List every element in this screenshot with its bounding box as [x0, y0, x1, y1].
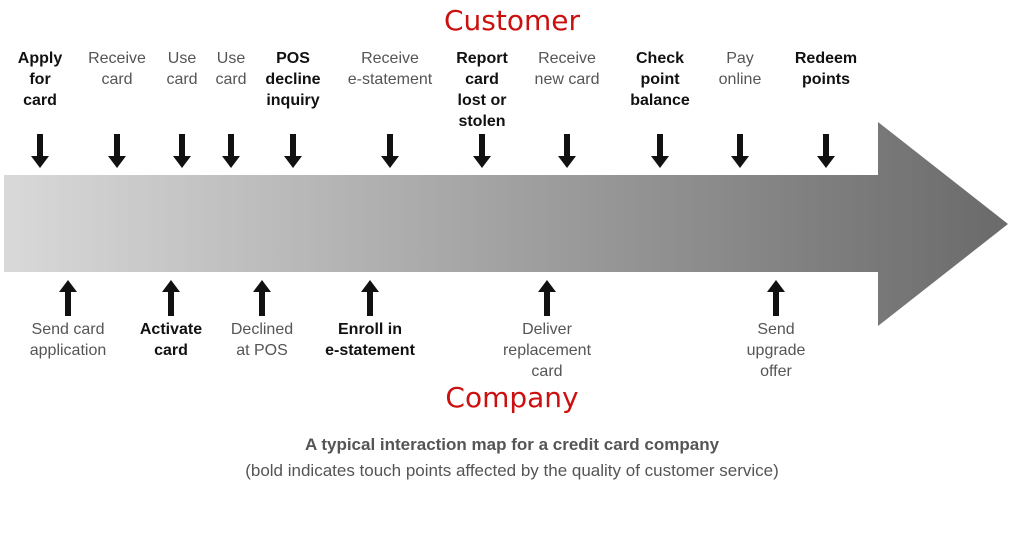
company-heading: Company — [445, 381, 579, 414]
company-touchpoint-label: Declined at POS — [230, 321, 294, 359]
customer-heading: Customer — [443, 4, 580, 37]
company-touchpoint-label: Activate card — [139, 321, 203, 359]
customer-touchpoint-label: Pay online — [718, 50, 762, 88]
customer-touchpoint-label: POS decline inquiry — [265, 50, 321, 109]
customer-touchpoint-label: Receive new card — [534, 50, 600, 88]
company-touchpoint-label: Send upgrade offer — [746, 321, 806, 380]
customer-touchpoint-label: Use card — [166, 50, 198, 88]
company-touchpoint-label: Deliver replacement card — [502, 321, 592, 380]
subcaption: (bold indicates touch points affected by… — [245, 461, 779, 480]
caption: A typical interaction map for a credit c… — [304, 435, 720, 454]
company-touchpoint-label: Send card application — [29, 321, 107, 359]
customer-touchpoint-label: Redeem points — [794, 50, 858, 88]
customer-touchpoint-label: Receive card — [88, 50, 146, 88]
customer-touchpoint-label: Receive e-statement — [347, 50, 433, 88]
customer-touchpoint-label: Check point balance — [630, 50, 690, 109]
company-touchpoint-label: Enroll in e-statement — [325, 321, 415, 359]
customer-touchpoint-label: Use card — [215, 50, 247, 88]
customer-touchpoint-label: Apply for card — [17, 50, 63, 109]
timeline-arrow-shape — [4, 122, 1008, 326]
customer-touchpoint-label: Report card lost or stolen — [456, 50, 508, 130]
